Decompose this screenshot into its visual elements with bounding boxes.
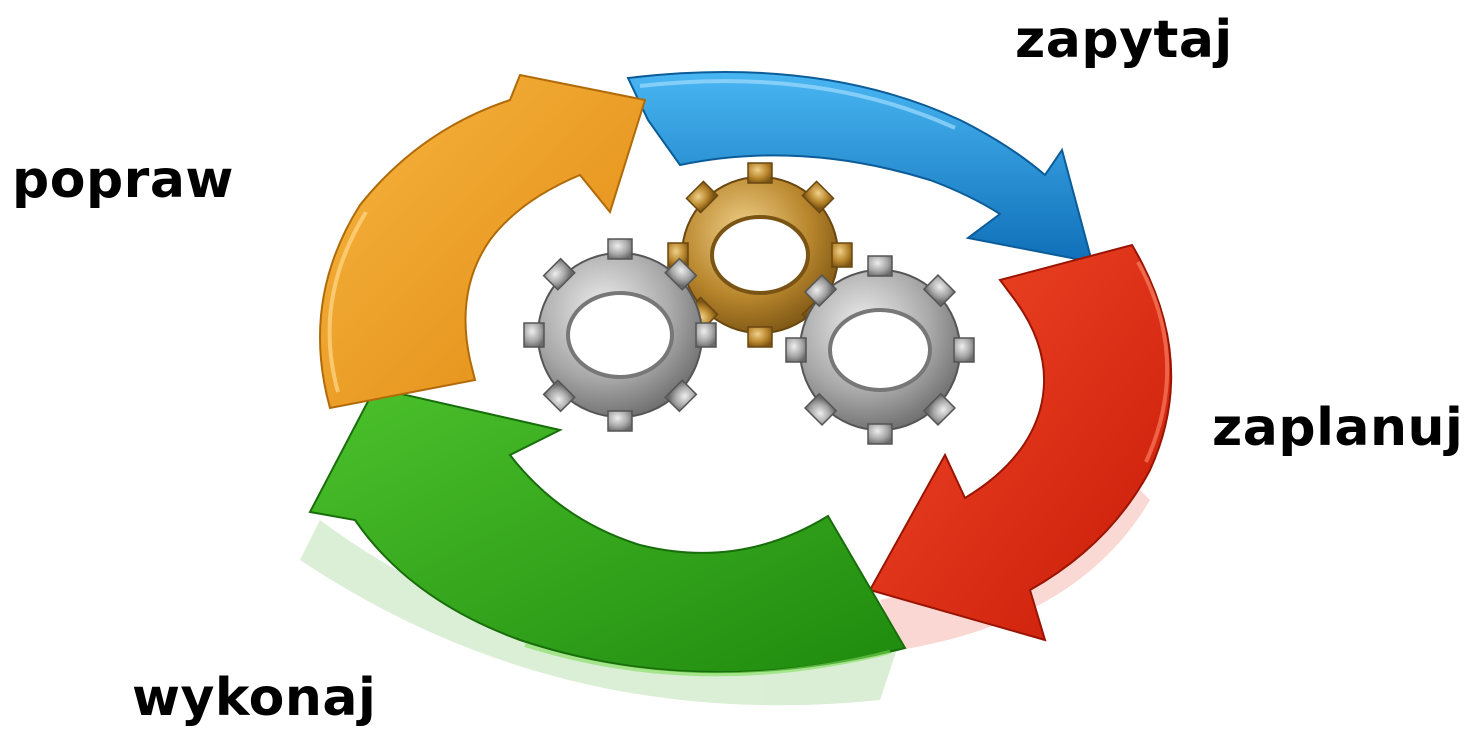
- arrow-orange-icon: [319, 73, 647, 410]
- arrow-blue-icon: [626, 70, 1094, 264]
- step-label-plan: zaplanuj: [1212, 398, 1464, 458]
- arrow-green-icon: [308, 386, 907, 677]
- step-label-do: wykonaj: [132, 668, 377, 728]
- gear-silver-right-icon: [785, 255, 975, 445]
- step-label-improve: popraw: [12, 150, 234, 210]
- arrow-red-icon: [868, 243, 1173, 642]
- gear-silver-left-icon: [523, 238, 717, 432]
- step-label-ask: zapytaj: [1015, 10, 1233, 70]
